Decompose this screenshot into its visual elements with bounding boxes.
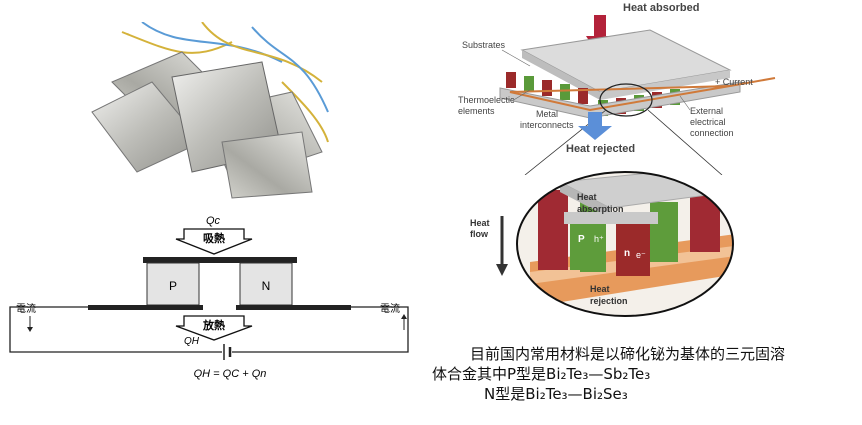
- n-type-formula: Bi₂Te₃—Bi₂Se₃: [525, 385, 628, 403]
- p-label: P: [169, 279, 177, 293]
- heat-rejected-arrow-icon: [578, 112, 612, 140]
- n-label: N: [262, 279, 271, 293]
- p-type-formula: Bi₂Te₃—Sb₂Te₃: [546, 365, 651, 383]
- caption-line-2-prefix: 体合金其中P型是: [432, 365, 547, 383]
- zoom-circle: [599, 83, 653, 117]
- heat-absorption-label-1: Heat: [577, 192, 597, 202]
- thermoelectric-label-2: elements: [458, 106, 495, 116]
- heat-flow: Heat flow: [468, 214, 508, 278]
- absorb-label: 吸熱: [203, 231, 225, 245]
- caption-line-1: 目前国内常用材料是以碲化铋为基体的三元固溶: [470, 345, 786, 363]
- heat-absorption-label-2: absorption: [577, 204, 624, 214]
- n-element: [239, 262, 293, 306]
- caption-line-3: N型是Bi₂Te₃—Bi₂Se₃: [432, 384, 857, 404]
- peltier-photo: [82, 22, 330, 200]
- circuit-wire-right: [232, 306, 409, 353]
- zoom-p-label: P: [578, 234, 585, 245]
- caption-line-3-prefix: N型是: [484, 385, 526, 403]
- current-label: + Current: [715, 77, 753, 87]
- substrates-label: Substrates: [462, 40, 506, 50]
- bottom-substrate: [499, 81, 741, 119]
- zoom-n-label: n: [624, 248, 630, 259]
- zoom-p-element: [570, 222, 604, 270]
- heat-flow-label-2: flow: [470, 229, 489, 239]
- heat-equation: QH = QC + Qn: [194, 368, 267, 380]
- absorb-arrow-icon: [175, 228, 253, 255]
- current-left-label: 電流: [16, 302, 36, 315]
- qh-label: QH: [184, 336, 200, 347]
- thermoelectric-label-1: Thermoelectic: [458, 95, 515, 105]
- hole-label: h⁺: [594, 234, 604, 244]
- heat-rejected-label: Heat rejected: [566, 143, 635, 155]
- zoom-n-element: [616, 224, 650, 276]
- release-arrow-icon: [175, 315, 253, 341]
- top-electrode: [143, 257, 297, 263]
- external-label-3: connection: [690, 128, 734, 138]
- external-label-1: External: [690, 106, 723, 116]
- external-label-2: electrical: [690, 117, 726, 127]
- module-diagram: Heat absorbed Substrates + Current Therm…: [440, 0, 860, 175]
- electron-label: e⁻: [636, 250, 646, 260]
- qc-label: Qc: [206, 215, 221, 227]
- heat-rejection-label-2: rejection: [590, 296, 628, 306]
- zoom-detail: Heat absorption P h⁺ n e⁻ Heat rejection: [500, 162, 750, 320]
- metal-interconnects-label-1: Metal: [536, 109, 558, 119]
- heat-flow-label-1: Heat: [470, 218, 490, 228]
- circuit-wire: [9, 306, 222, 353]
- material-caption: 目前国内常用材料是以碲化铋为基体的三元固溶 体合金其中P型是Bi₂Te₃—Sb₂…: [432, 344, 857, 404]
- current-right-label: 電流: [380, 302, 400, 315]
- bottom-electrode-right: [236, 305, 351, 310]
- metal-interconnects-label-2: interconnects: [520, 120, 574, 130]
- peltier-schematic: Qc 吸熱 P N 電流 電流 放熱 QH QH = QC + Qn: [0, 212, 430, 392]
- caption-line-2: 体合金其中P型是Bi₂Te₃—Sb₂Te₃: [432, 364, 857, 384]
- heat-absorbed-arrow-icon: [586, 15, 614, 58]
- heat-absorbed-label: Heat absorbed: [623, 2, 699, 14]
- bottom-electrode-left: [88, 305, 203, 310]
- heat-rejection-label-1: Heat: [590, 284, 610, 294]
- p-element: [146, 262, 200, 306]
- release-label: 放熱: [202, 318, 225, 332]
